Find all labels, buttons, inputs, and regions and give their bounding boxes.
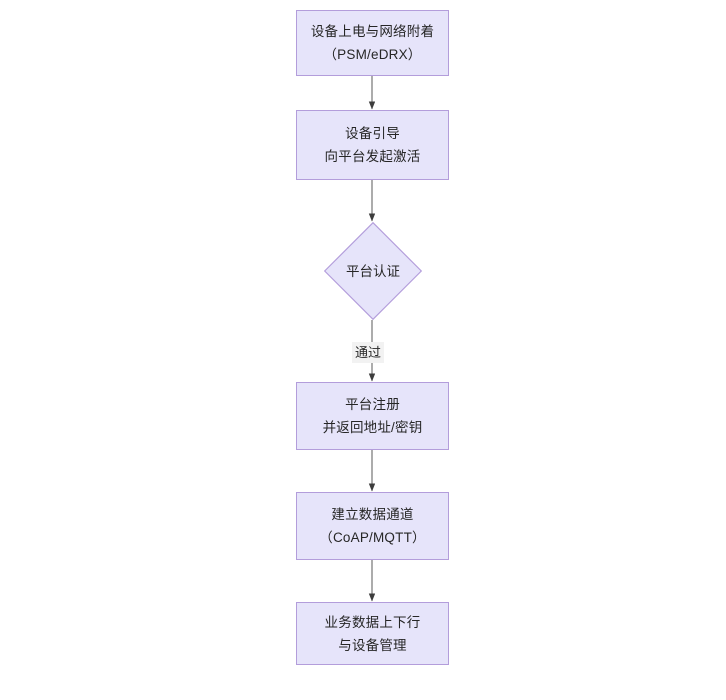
node-text-line: 设备上电与网络附着 — [310, 24, 435, 39]
node-text-line: 并返回地址/密钥 — [322, 420, 423, 435]
edge-label-pass: 通过 — [352, 342, 385, 363]
node-text-line: 设备引导 — [345, 126, 400, 141]
node-text-line: 业务数据上下行 — [324, 614, 421, 630]
diamond-shape-icon — [324, 222, 422, 320]
node-platform-registration[interactable]: 平台注册 并返回地址/密钥 — [296, 382, 449, 450]
node-text-line: （CoAP/MQTT） — [319, 530, 426, 545]
node-device-bootstrap[interactable]: 设备引导 向平台发起激活 — [296, 110, 449, 180]
node-text-line: 建立数据通道 — [331, 507, 414, 522]
node-text-line: 向平台发起激活 — [324, 149, 421, 164]
node-device-power-on[interactable]: 设备上电与网络附着 （PSM/eDRX） — [296, 10, 449, 76]
node-text-line: 平台注册 — [345, 397, 400, 412]
node-text-line: （PSM/eDRX） — [323, 47, 422, 62]
node-text-line: 平台认证 — [346, 263, 400, 279]
node-establish-data-channel[interactable]: 建立数据通道 （CoAP/MQTT） — [296, 492, 449, 560]
node-text-line: 与设备管理 — [338, 637, 407, 653]
node-platform-authentication[interactable]: 平台认证 — [324, 222, 422, 320]
node-business-data-and-device-management[interactable]: 业务数据上下行 与设备管理 — [296, 602, 449, 665]
